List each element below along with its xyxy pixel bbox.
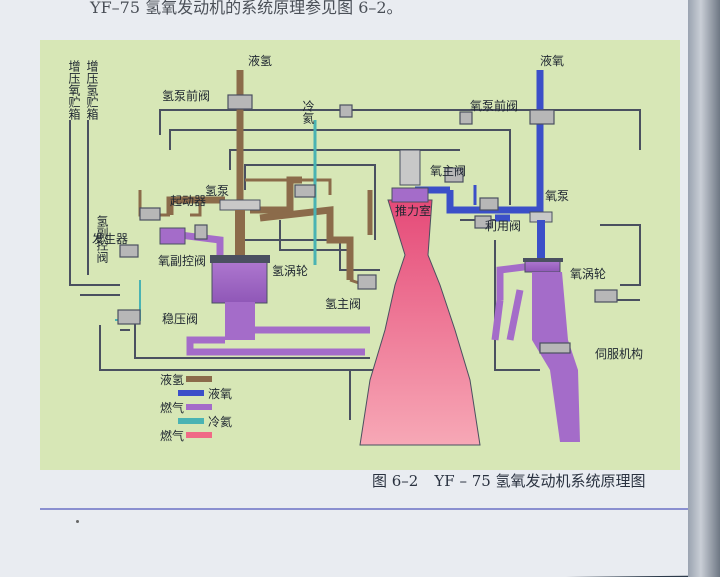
legend-swatch-4: [186, 432, 212, 438]
oxygen-main-valve: [444, 167, 464, 183]
engine-system-diagram: 增压氧贮箱 增压氢贮箱 液氢 氢泵前阀 冷氦 液氧 氧泵前阀 氢副控阀 起动器 …: [67, 53, 643, 446]
page-speck: [76, 520, 79, 523]
oxygen-valve-small: [479, 197, 499, 211]
legend-swatch-3: [178, 418, 204, 424]
valve-glyphs: [117, 94, 618, 354]
oxygen-pump-inlet-valve: [529, 109, 555, 125]
lox-lines: [415, 70, 544, 222]
labels: 增压氧贮箱 增压氢贮箱 液氢 氢泵前阀 冷氦 液氧 氧泵前阀 氢副控阀 起动器 …: [67, 53, 643, 361]
small-valve-top: [339, 104, 353, 118]
starter: [194, 224, 208, 240]
page-rule: [40, 508, 690, 510]
diagram-panel: 增压氧贮箱 增压氢贮箱 液氢 氢泵前阀 冷氦 液氧 氧泵前阀 氢副控阀 起动器 …: [40, 40, 680, 470]
legend-swatch-0: [186, 376, 212, 382]
label-lox-in: 液氧: [540, 53, 564, 68]
label-o-main-valve: 氧主阀: [430, 164, 466, 178]
oxygen-turbopump: [523, 211, 580, 442]
label-thrust-chamber: 推力室: [395, 203, 431, 218]
utilization-valve: [474, 215, 492, 229]
hydrogen-pump-inlet-valve: [227, 94, 253, 110]
hydrogen-aux-control-valve: [139, 207, 161, 221]
label-lh2-in: 液氢: [248, 53, 272, 68]
hydrogen-valve-small: [294, 184, 316, 198]
figure-caption: 图 6–2 YF – 75 氢氧发动机系统原理图: [372, 470, 662, 491]
label-h-aux-valve: 氢副控阀: [95, 214, 109, 264]
generator: [159, 227, 186, 245]
legend-label-0: 液氢: [160, 372, 184, 387]
servo-mechanism: [539, 342, 571, 354]
label-utilization-valve: 利用阀: [485, 219, 521, 233]
binder-edge: [688, 0, 720, 577]
label-h-pump: 氢泵: [205, 183, 229, 198]
regulator-valve: [117, 309, 141, 325]
caption-number: 图 6–2: [372, 472, 419, 490]
label-o-pump-valve: 氧泵前阀: [470, 98, 518, 113]
label-servo: 伺服机构: [595, 346, 643, 361]
legend-label-3: 冷氦: [208, 414, 232, 429]
caption-title: YF – 75 氢氧发动机系统原理图: [434, 472, 646, 490]
gray-control-lines: [69, 109, 641, 420]
label-generator: 发生器: [92, 231, 128, 246]
label-o-aux-valve: 氧副控阀: [158, 254, 206, 268]
legend-swatch-2: [186, 404, 212, 410]
oxygen-turbine-valve: [594, 289, 618, 303]
label-regulator: 稳压阀: [162, 311, 198, 326]
label-starter: 起动器: [170, 194, 206, 208]
label-h-main-valve: 氢主阀: [325, 296, 361, 311]
label-o-pump: 氧泵: [545, 189, 569, 203]
label-cold-he: 冷氦: [301, 100, 315, 124]
hydrogen-turbopump: [210, 199, 270, 340]
label-pressurize-o: 增压氧贮箱: [67, 60, 81, 120]
legend-label-1: 液氧: [208, 386, 232, 401]
label-o-turbine: 氧涡轮: [570, 267, 606, 281]
intro-text: YF–75 氢氧发动机的系统原理参见图 6–2。: [90, 0, 403, 17]
generator-valve: [119, 244, 139, 258]
legend-label-2: 燃气: [160, 400, 184, 415]
small-valve-top-right: [459, 111, 473, 125]
hydrogen-main-valve: [357, 274, 377, 290]
label-pressurize-h: 增压氢贮箱: [85, 60, 99, 120]
legend-swatch-1: [178, 390, 204, 396]
thrust-chamber: [359, 149, 481, 446]
label-h-turbine: 氢涡轮: [272, 263, 308, 278]
label-h-pump-valve: 氢泵前阀: [162, 88, 210, 103]
legend-label-4: 燃气: [160, 428, 184, 443]
